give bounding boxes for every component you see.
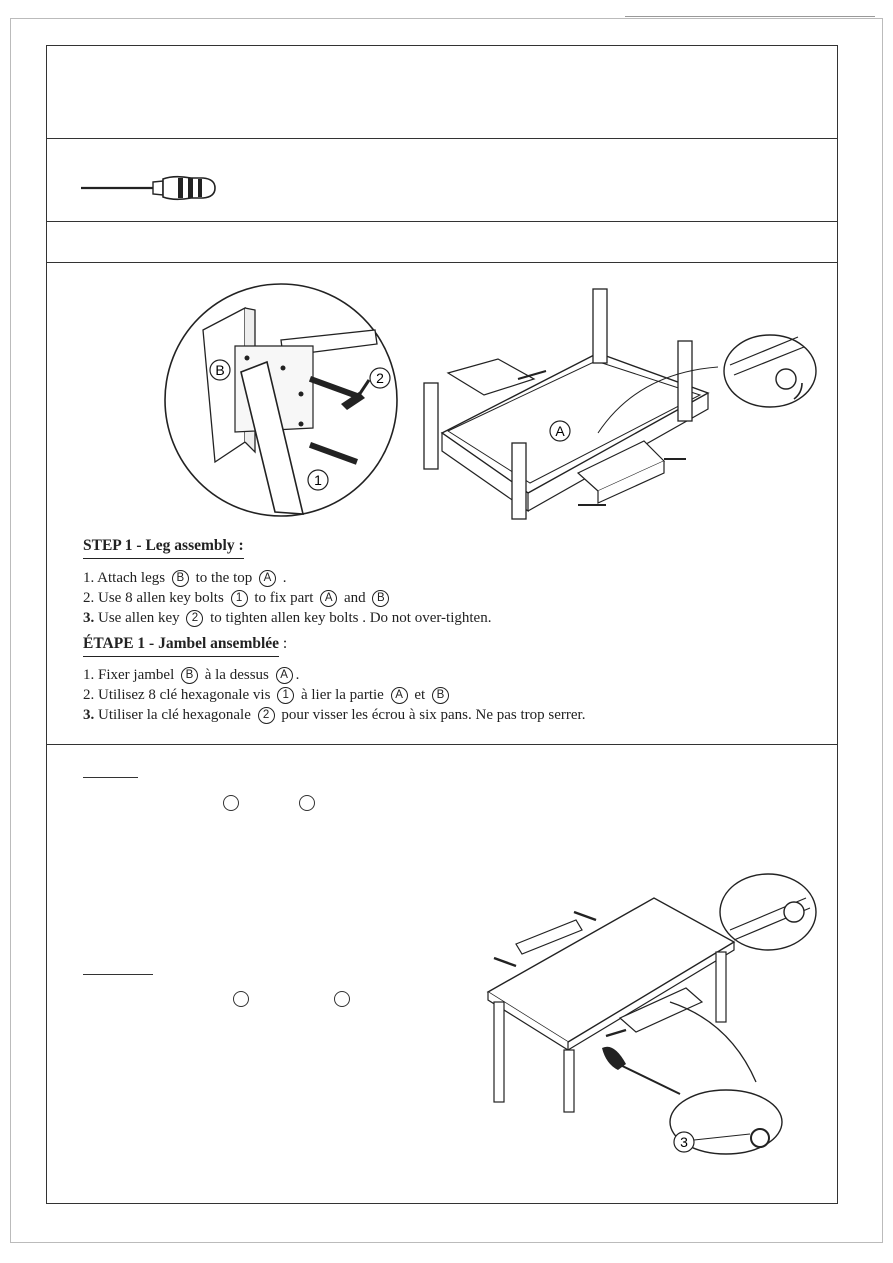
step1-heading-fr: ÉTAPE 1 - Jambel ansemblée : xyxy=(83,635,287,657)
step2-en-circle-2 xyxy=(299,795,315,811)
header-box xyxy=(46,45,838,139)
step2-en-circle-1 xyxy=(223,795,239,811)
drawer-installation-diagram: 3 xyxy=(486,873,817,1155)
parts-box xyxy=(46,221,838,263)
step1-fr-line-3: 3. Utiliser la clé hexagonale 2 pour vis… xyxy=(83,707,586,724)
step2-fr-circle-2 xyxy=(334,991,350,1007)
tools-box xyxy=(46,138,838,222)
top-rule xyxy=(625,16,875,17)
diagram-label-b: B xyxy=(215,362,224,378)
step1-fr-line-1: 1. Fixer jambel B à la dessus A. xyxy=(83,667,300,684)
page-frame xyxy=(10,18,883,1243)
step2-heading-en-underline xyxy=(83,777,138,778)
step1-fr-line-2: 2. Utilisez 8 clé hexagonale vis 1 à lie… xyxy=(83,687,452,704)
step2-box xyxy=(46,744,838,1204)
step1-heading-en: STEP 1 - Leg assembly : xyxy=(83,537,244,559)
diagram-label-1: 1 xyxy=(314,472,322,488)
step1-en-line-1: 1. Attach legs B to the top A . xyxy=(83,570,287,587)
table-assembly-diagram: A xyxy=(423,288,817,520)
screwdriver-icon xyxy=(81,175,216,201)
diagram-label-a: A xyxy=(555,423,565,439)
diagram-label-2: 2 xyxy=(376,370,384,386)
step1-en-line-3: 3. Use allen key 2 to tighten allen key … xyxy=(83,610,492,627)
step2-fr-circle-1 xyxy=(233,991,249,1007)
step1-en-line-2: 2. Use 8 allen key bolts 1 to fix part A… xyxy=(83,590,392,607)
leg-bolt-detail-diagram: B 2 1 xyxy=(164,283,398,517)
step2-heading-fr-underline xyxy=(83,974,153,975)
diagram-label-3: 3 xyxy=(680,1134,688,1150)
